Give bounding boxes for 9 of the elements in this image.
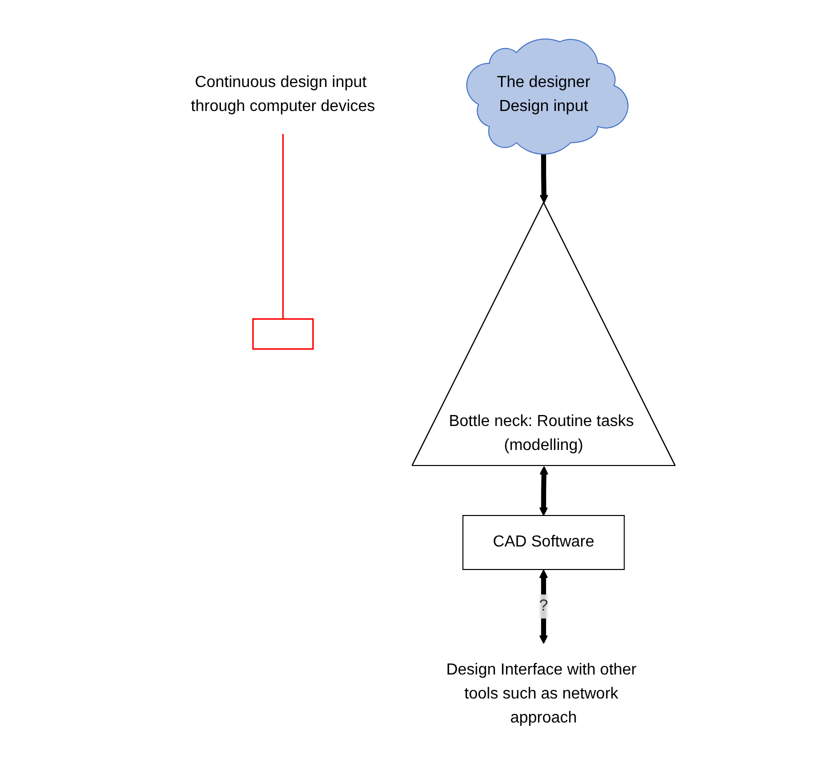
- arrow: [539, 152, 548, 204]
- arrow: [539, 466, 548, 516]
- node-box: CAD Software: [462, 514, 625, 570]
- connector: [282, 134, 284, 319]
- arrow: [539, 569, 548, 644]
- node-box: [252, 318, 314, 350]
- node-text: Continuous design input through computer devices: [190, 74, 375, 115]
- edge-label: ?: [539, 597, 548, 614]
- node-text: Design Interface with other tools such as network approach: [446, 661, 636, 726]
